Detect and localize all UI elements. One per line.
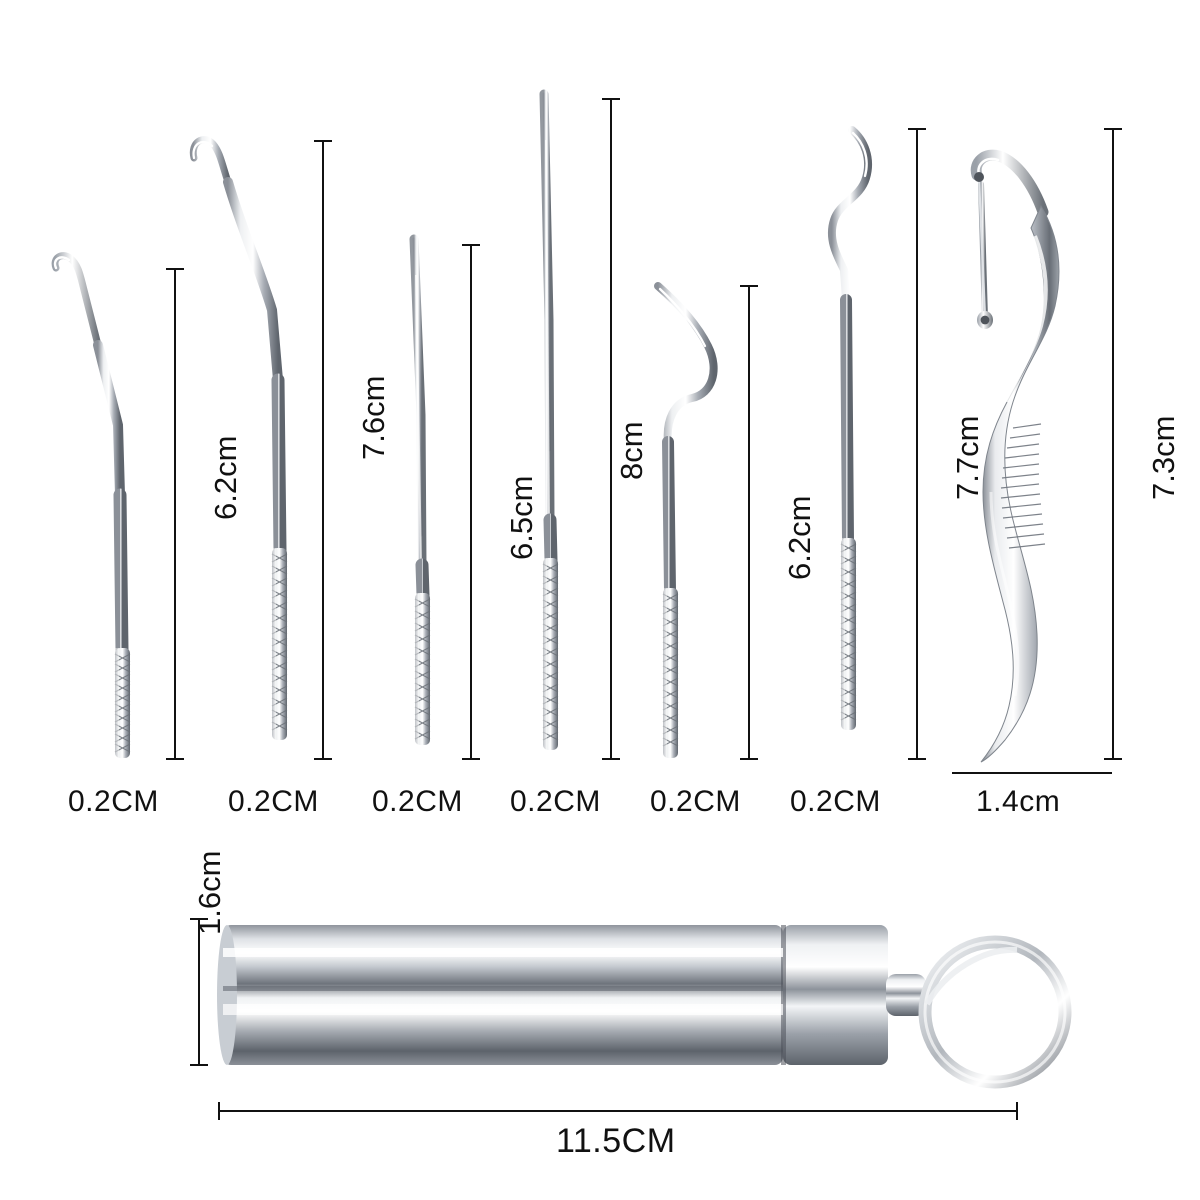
tool-double-curve-probe [827, 126, 873, 730]
dim-label-tool2-width: 0.2CM [228, 785, 319, 818]
dim-tick-tool5-bottom [740, 758, 758, 760]
dim-label-case-length: 11.5CM [556, 1122, 676, 1160]
dim-tick-tool7-bottom [1104, 758, 1122, 760]
dim-tick-case-left [218, 1102, 220, 1120]
tool-curved-sickle-probe [51, 252, 131, 758]
dim-tick-tool6-bottom [908, 758, 926, 760]
dim-line-tool2 [322, 140, 324, 760]
dim-tick-tool5-top [740, 285, 758, 287]
dim-tick-tool3-top [462, 244, 480, 246]
dim-label-tool4-width: 0.2CM [510, 785, 601, 818]
dim-tick-case-right [1016, 1102, 1018, 1120]
tool-storage-tube-with-keyring [217, 925, 1072, 1089]
dim-label-tool7-width: 1.4cm [976, 785, 1061, 818]
dim-tick-tool2-bottom [314, 758, 332, 760]
dim-tick-tool2-top [314, 140, 332, 142]
dim-tick-tool1-bottom [166, 758, 184, 760]
dim-tick-tool1-top [166, 268, 184, 270]
dim-label-tool3-width: 0.2CM [372, 785, 463, 818]
dim-line-tool7-length [1112, 128, 1114, 760]
tool-floss-holder [970, 149, 1060, 763]
dim-line-tool6 [916, 128, 918, 760]
dim-line-tool4 [610, 98, 612, 760]
dim-line-tool3 [470, 244, 472, 760]
dim-line-case-length [218, 1110, 1018, 1112]
dim-label-tool7-length: 7.3cm [1146, 415, 1181, 500]
dim-tick-tool6-top [908, 128, 926, 130]
tool-angled-scaler-probe [189, 136, 288, 740]
dim-line-tool1 [174, 268, 176, 760]
dim-line-tool5 [748, 285, 750, 760]
dim-tick-tool3-bottom [462, 758, 480, 760]
tool-long-straight-needle-pick [539, 89, 559, 750]
dim-label-tool5-width: 0.2CM [650, 785, 741, 818]
dim-label-tool6-width: 0.2CM [790, 785, 881, 818]
dim-tick-case-bottom [190, 1064, 208, 1066]
dim-tick-tool4-bottom [602, 758, 620, 760]
dim-line-tool7-width [952, 772, 1112, 774]
dim-line-case-height [198, 918, 200, 1066]
dim-label-case-height: 1.6cm [192, 850, 227, 935]
dim-tick-tool7-top [1104, 128, 1122, 130]
dim-label-tool1-width: 0.2CM [68, 785, 159, 818]
dim-tick-tool4-top [602, 98, 620, 100]
tool-hook-probe [654, 282, 718, 758]
dim-tick-case-top [190, 918, 208, 920]
tool-straight-needle-pick [409, 234, 431, 745]
